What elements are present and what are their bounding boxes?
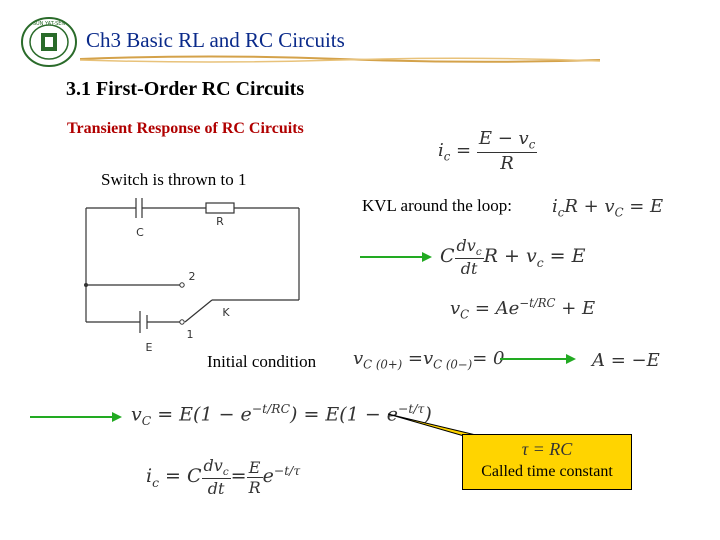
equation-general-solution: vC = Ae−t/RC + E [450,296,596,322]
kvl-caption: KVL around the loop: [362,196,512,215]
label-k: K [222,306,230,319]
arrow-icon [500,354,576,364]
switch-caption: Switch is thrown to 1 [101,170,247,189]
title-underline [80,55,600,63]
page-title: Ch3 Basic RL and RC Circuits [86,28,345,52]
rc-circuit-diagram: C R 2 K 1 E [84,198,300,354]
callout-text: Called time constant [481,463,613,480]
section-subtitle: 3.1 First-Order RC Circuits [66,78,305,100]
initial-condition-caption: Initial condition [207,352,317,371]
label-2: 2 [189,270,196,283]
university-logo: SUN YAT-SEN [20,16,78,68]
label-1: 1 [187,328,194,341]
equation-a-value: A = −E [592,350,660,371]
equation-initial-condition: vC (0+) =vC (0−)= 0 [353,348,505,372]
equation-kvl: icR + vC = E [552,196,664,220]
equation-vc-solution: vC = E(1 − e−t/RC) = E(1 − e−t/τ) [131,402,432,429]
section-heading: Transient Response of RC Circuits [67,120,304,137]
arrow-icon [360,252,432,262]
label-r: R [216,215,224,228]
svg-text:SUN YAT-SEN: SUN YAT-SEN [33,21,66,27]
label-e: E [146,341,153,354]
arrow-icon [30,412,122,422]
label-c: C [136,226,144,239]
callout-tau: τ = RC [521,439,573,459]
time-constant-callout: τ = RC Called time constant [462,434,632,490]
